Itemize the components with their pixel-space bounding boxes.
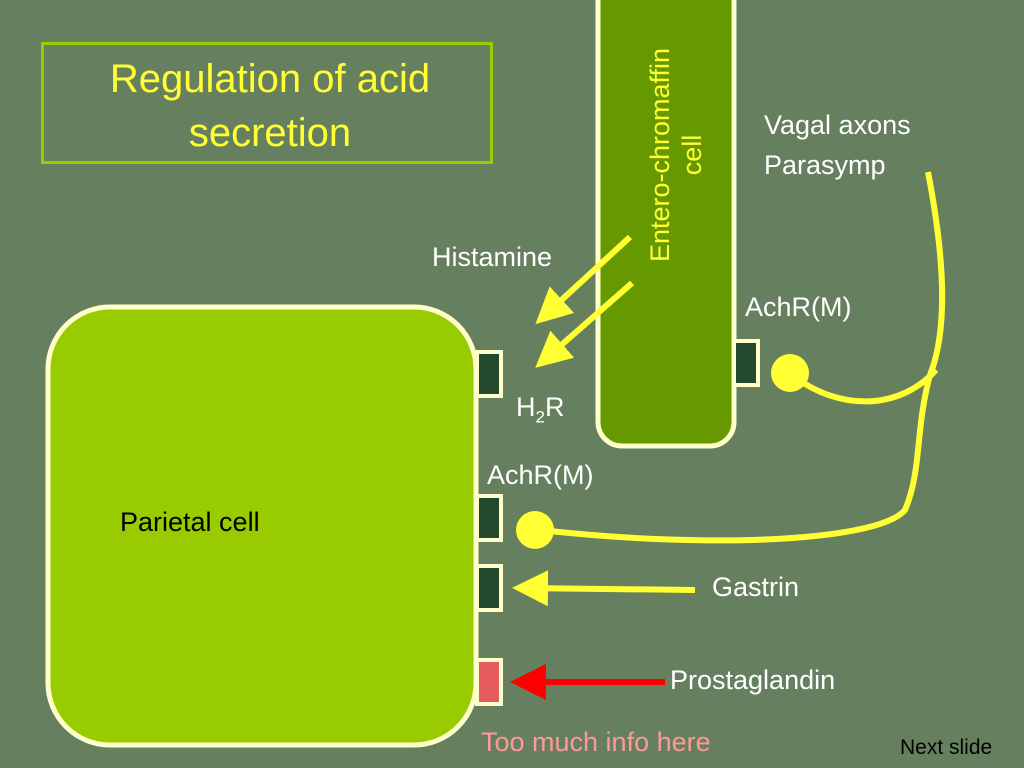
too-much-info-note: Too much info here xyxy=(481,727,711,757)
prostaglandin-label: Prostaglandin xyxy=(670,665,836,695)
h2r-label-sub: 2 xyxy=(535,407,545,427)
histamine-arrow-1 xyxy=(535,234,633,325)
achr-receptor-entero xyxy=(732,339,760,387)
h2r-label-h: H xyxy=(516,392,536,422)
achr-receptor-parietal xyxy=(475,494,503,542)
vagal-axon xyxy=(539,171,946,544)
slide-title: Regulation of acid secretion xyxy=(60,52,480,160)
entero-chromaffin-label-line1: Entero-chromaffin xyxy=(645,47,676,263)
h2r-label-r: R xyxy=(544,392,565,422)
entero-chromaffin-label: Entero-chromaffin cell xyxy=(636,10,716,300)
parietal-cell xyxy=(45,304,479,748)
title-line-2: secretion xyxy=(188,111,352,155)
entero-chromaffin-label-line2: cell xyxy=(677,134,708,176)
h2r-label: H2R xyxy=(516,392,564,427)
achr-mid-label: AchR(M) xyxy=(487,460,594,490)
parasymp-label: Parasymp xyxy=(764,150,886,180)
vagal-axon-terminal-upper xyxy=(771,354,809,392)
entero-chromaffin-cell xyxy=(595,0,737,449)
vagal-axon-terminal-lower xyxy=(516,511,554,549)
h2r-receptor xyxy=(475,350,503,398)
title-box xyxy=(41,42,493,164)
gastrin-receptor xyxy=(475,564,503,612)
vagal-axons-label: Vagal axons xyxy=(764,110,911,140)
histamine-arrow-2 xyxy=(535,280,634,368)
gastrin-arrow xyxy=(512,570,696,607)
parietal-cell-label: Parietal cell xyxy=(120,507,260,537)
gastrin-label: Gastrin xyxy=(712,572,800,602)
histamine-label: Histamine xyxy=(432,242,553,272)
title-line-1: Regulation of acid xyxy=(109,57,431,101)
next-slide-link[interactable]: Next slide xyxy=(900,736,993,759)
prostaglandin-receptor xyxy=(475,658,503,706)
achr-top-label: AchR(M) xyxy=(745,292,852,322)
vagal-axon-branch xyxy=(790,367,939,405)
